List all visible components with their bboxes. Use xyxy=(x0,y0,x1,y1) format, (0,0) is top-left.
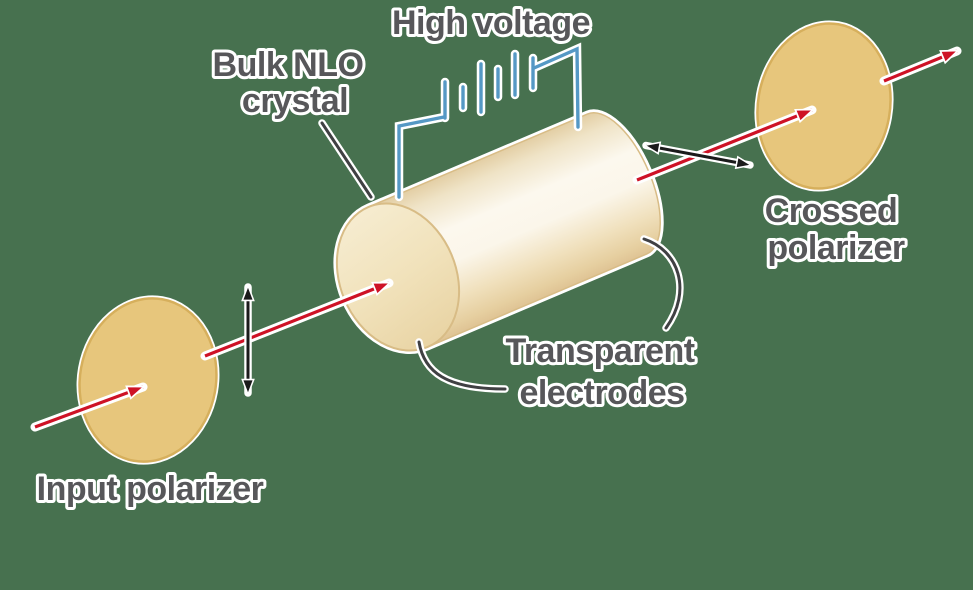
nlo-crystal-cylinder xyxy=(333,109,664,355)
crossed-polarizer-disc xyxy=(754,20,894,192)
crossed-polarizer-label-line2: polarizer xyxy=(767,229,904,267)
transparent-electrodes-label-line1: Transparent xyxy=(505,332,694,370)
high-voltage-battery xyxy=(394,42,583,202)
rotated-polarization-arrow xyxy=(646,146,750,166)
crossed-polarizer-ellipse xyxy=(756,22,892,190)
transparent-electrodes-label-line2: electrodes xyxy=(519,374,684,412)
bulk-nlo-pointer-line xyxy=(320,121,373,199)
beam-segment-into-crystal xyxy=(204,281,393,358)
beam-segment-into-input-polarizer xyxy=(34,385,147,429)
bulk-nlo-label-line2: crystal xyxy=(242,82,348,120)
crossed-polarizer-label-line1: Crossed xyxy=(765,192,898,230)
beam-segment-output xyxy=(883,49,961,83)
electrodes-pointer-right-curve xyxy=(642,237,682,330)
electrodes-pointer-left-curve xyxy=(417,340,507,391)
bulk-nlo-label-line1: Bulk NLO xyxy=(213,46,364,84)
electrodes-pointer-left-halo xyxy=(415,338,509,393)
high-voltage-label: High voltage xyxy=(392,4,590,42)
polarization-arrows xyxy=(248,146,754,397)
battery-right-wire-halo xyxy=(529,42,583,132)
input-polarizer-ellipse xyxy=(78,297,218,463)
input-polarizer-disc xyxy=(76,295,220,465)
battery-right-wire xyxy=(532,46,580,129)
input-polarizer-label: Input polarizer xyxy=(37,470,264,508)
battery-left-wire xyxy=(397,115,446,199)
